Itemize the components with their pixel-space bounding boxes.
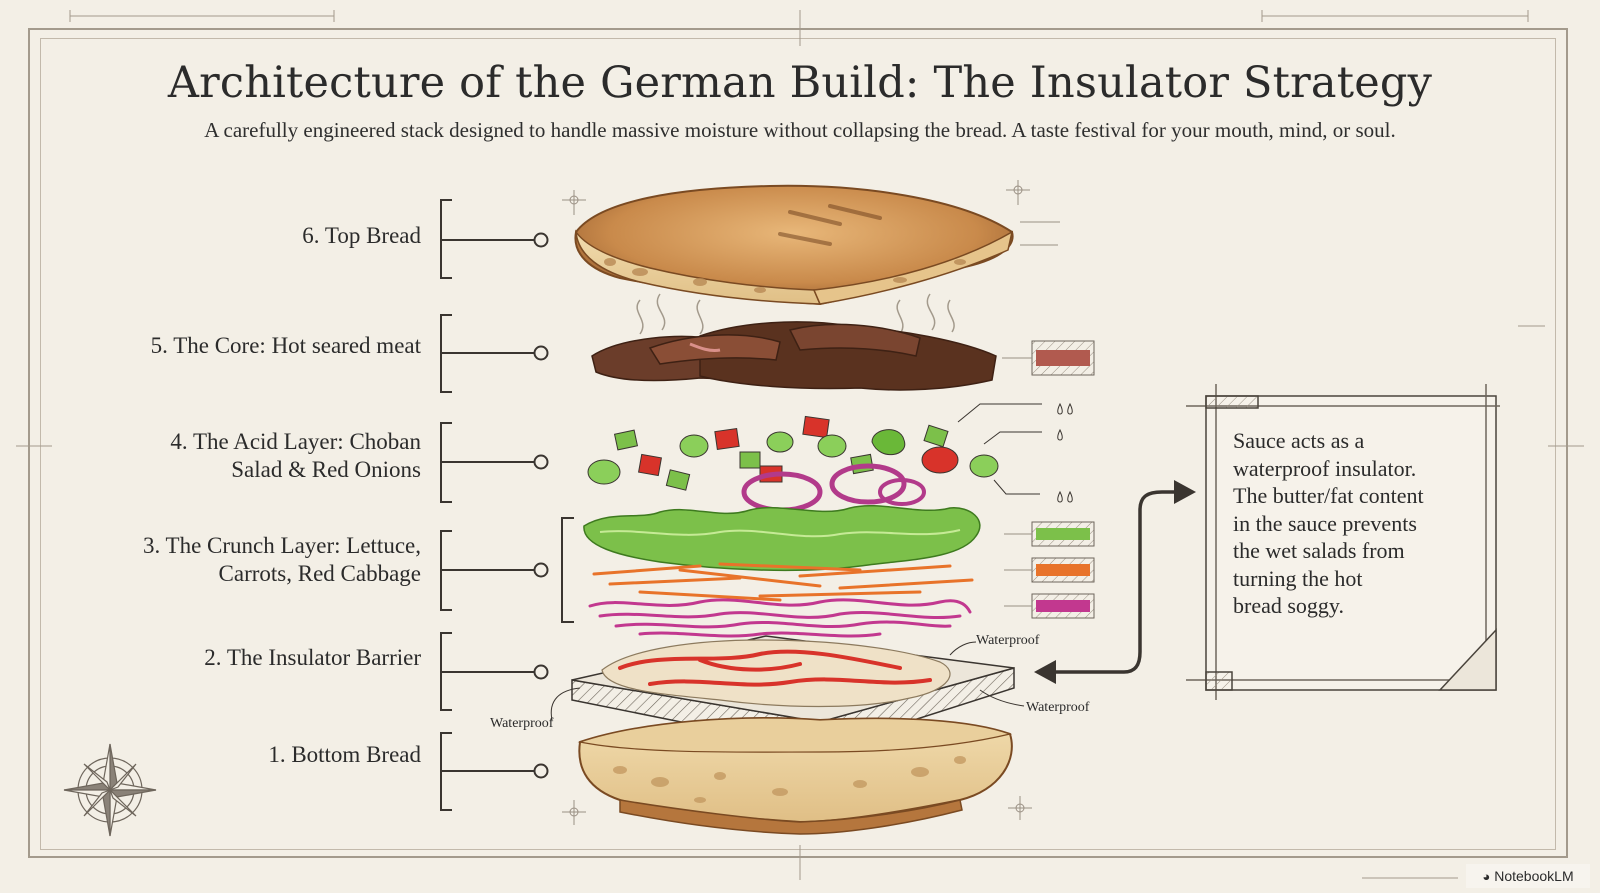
waterproof-label-top: Waterproof	[976, 633, 1040, 648]
acid-layer-illustration	[587, 415, 999, 513]
bottom-bread-illustration	[577, 717, 1013, 835]
ruler-marks	[16, 10, 1584, 880]
note-arrow	[1044, 490, 1184, 674]
top-bread-illustration	[574, 184, 1014, 306]
notebooklm-badge: ◕ NotebookLM	[1466, 864, 1590, 888]
layer-label-insulator: 2. The Insulator Barrier	[204, 645, 421, 670]
layer-label-crunch: 3. The Crunch Layer: Lettuce, Carrots, R…	[142, 533, 421, 586]
arrow-head-left-icon	[1034, 660, 1056, 684]
steam-lines	[636, 293, 955, 335]
crunch-layer-illustration	[583, 504, 981, 638]
acid-leader-lines	[957, 402, 1073, 503]
blueprint-frame-inner	[40, 38, 1556, 850]
waterproof-label-right: Waterproof	[1026, 700, 1090, 715]
layer-label-core: 5. The Core: Hot seared meat	[150, 333, 421, 358]
layer-connectors	[440, 199, 574, 811]
page-title: Architecture of the German Build: The In…	[167, 58, 1433, 108]
meat-swatch	[1002, 340, 1095, 376]
arrow-head-right-icon	[1174, 480, 1196, 504]
note-box	[1186, 384, 1500, 700]
page-subtitle: A carefully engineered stack designed to…	[204, 118, 1396, 142]
crunch-swatches	[1004, 521, 1095, 619]
compass-rose-icon	[63, 743, 157, 837]
blueprint-frame-outer	[28, 28, 1568, 858]
meat-illustration	[591, 321, 997, 391]
insulator-barrier-illustration	[571, 635, 1015, 751]
layer-label-acid: 4. The Acid Layer: Choban Salad & Red On…	[170, 429, 421, 482]
notebook-icon: ◕	[1482, 868, 1491, 884]
layer-label-top-bread: 6. Top Bread	[302, 223, 421, 248]
waterproof-label-left: Waterproof	[490, 716, 554, 731]
brand-name: NotebookLM	[1494, 868, 1574, 884]
construction-marks	[562, 180, 1060, 825]
insulator-note: Sauce acts as a waterproof insulator. Th…	[1233, 428, 1424, 618]
waterproof-leaders	[550, 641, 1025, 721]
layer-label-bottom-bread: 1. Bottom Bread	[268, 742, 421, 767]
